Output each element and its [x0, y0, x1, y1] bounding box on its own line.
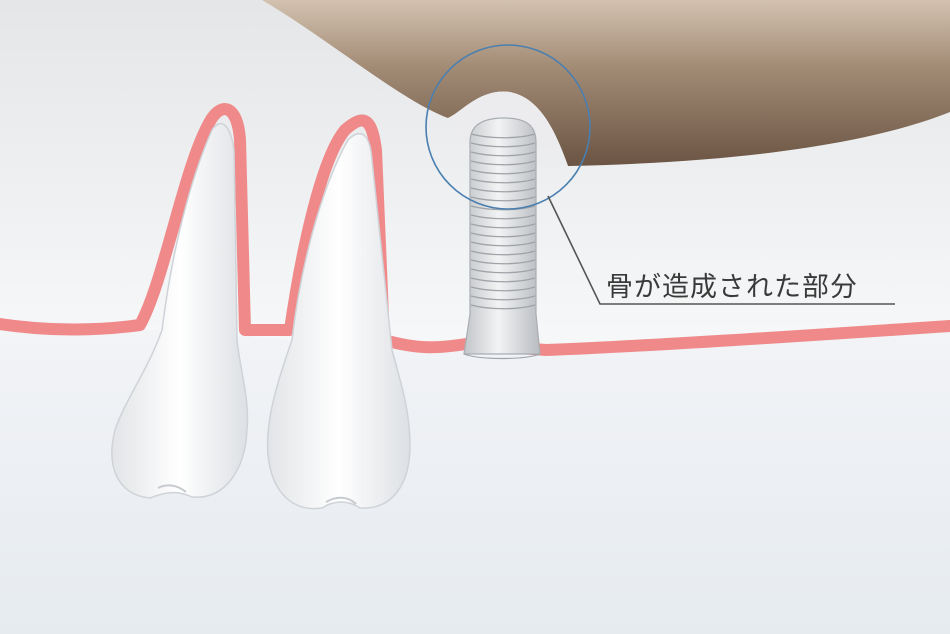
implant-thread	[470, 241, 536, 247]
implant-thread	[470, 268, 536, 274]
implant-thread	[470, 178, 536, 184]
sinus-cavity	[262, 0, 950, 166]
implant-thread	[470, 187, 536, 193]
implant-thread	[470, 286, 536, 292]
gum-line	[0, 103, 950, 356]
tooth-right	[266, 132, 411, 510]
highlight-circle	[425, 44, 591, 210]
implant-thread	[470, 250, 536, 256]
implant-thread	[470, 223, 536, 229]
implant-thread	[470, 277, 536, 283]
implant-thread	[470, 205, 536, 211]
implant-thread	[470, 160, 536, 166]
implant-thread	[470, 169, 536, 175]
implant-thread	[470, 151, 536, 157]
implant-thread	[470, 295, 536, 301]
implant-thread	[470, 214, 536, 220]
implant-thread	[470, 232, 536, 238]
tooth-left	[111, 122, 249, 499]
leader-line	[547, 195, 895, 305]
callout-label: 骨が造成された部分	[606, 272, 858, 303]
implant-thread	[470, 304, 536, 310]
implant-thread	[470, 196, 536, 202]
dental-implant	[463, 117, 541, 360]
implant-thread	[470, 142, 536, 148]
implant-thread	[470, 259, 536, 265]
implant-thread	[470, 133, 536, 139]
